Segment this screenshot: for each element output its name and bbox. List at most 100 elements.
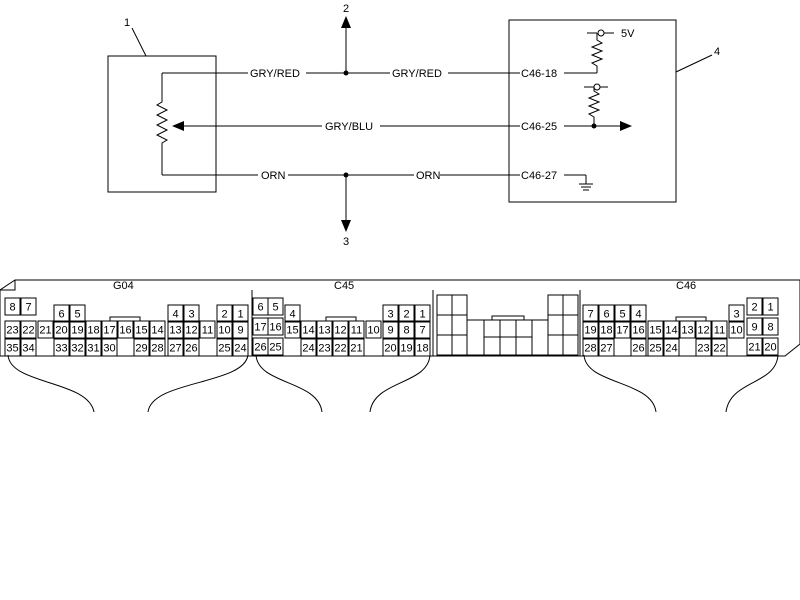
pin-cavity — [614, 304, 631, 323]
pin-number: 15 — [649, 325, 661, 337]
pin-number: 13 — [318, 325, 330, 337]
center-blank-connector — [436, 294, 579, 356]
pin-cavity — [85, 338, 102, 357]
pin-cavity — [183, 320, 200, 339]
latch-tab — [325, 316, 357, 322]
pin-number: 1 — [237, 309, 243, 321]
pin-number: 30 — [103, 343, 115, 355]
pin-cavity — [598, 320, 615, 339]
pin-number: 26 — [254, 342, 266, 354]
arrow-up-icon — [341, 16, 351, 28]
pin-number: 4 — [172, 309, 178, 321]
wire-label-gry-red-left: GRY/RED — [250, 68, 300, 80]
pin-number: 5 — [74, 309, 80, 321]
pin-cavity — [746, 337, 763, 356]
callout-branch-top: 2 — [343, 3, 349, 15]
pin-number: 32 — [71, 343, 83, 355]
pin-cavity — [284, 304, 301, 323]
pin-number: 8 — [9, 302, 15, 314]
pin-cavity — [4, 338, 21, 357]
pin-cavity — [85, 320, 102, 339]
pin-number: 21 — [748, 342, 760, 354]
pin-cavity — [414, 338, 431, 357]
pin-cavity — [167, 320, 184, 339]
pin-cavity — [414, 320, 431, 339]
pin-cavity — [711, 320, 728, 339]
pin-cavity — [4, 320, 21, 339]
pin-number: 33 — [55, 343, 67, 355]
pin-number: 13 — [169, 325, 181, 337]
pin-cavity — [762, 297, 779, 316]
pin-cavity — [746, 317, 763, 336]
pin-number: 16 — [632, 325, 644, 337]
pin-number: 11 — [351, 325, 362, 337]
pin-number: 25 — [218, 343, 230, 355]
pin-number: 31 — [87, 343, 99, 355]
pin-number: 18 — [600, 325, 612, 337]
pin-number: 20 — [764, 342, 776, 354]
callout-leader-module — [675, 54, 713, 73]
pin-cavity — [398, 338, 415, 357]
pin-cavity — [762, 317, 779, 336]
pin-cavity — [101, 338, 118, 357]
pin-cavity — [20, 297, 37, 316]
pin-number: 16 — [269, 322, 281, 334]
pin-number: 2 — [751, 302, 757, 314]
pin-number: 18 — [87, 325, 99, 337]
harness-curves — [7, 354, 779, 413]
pin-number: 5 — [272, 302, 278, 314]
pin-cavity — [582, 304, 599, 323]
pin-cavity — [149, 338, 166, 357]
pin-number: 14 — [665, 325, 677, 337]
ref-voltage-label: 5V — [621, 28, 635, 40]
pin-number: 19 — [400, 343, 412, 355]
pin-number: 12 — [334, 325, 346, 337]
pin-number: 22 — [334, 343, 346, 355]
pin-cavity — [20, 320, 37, 339]
pin-number: 10 — [730, 325, 742, 337]
pin-cavity — [232, 304, 249, 323]
pin-cavity — [762, 337, 779, 356]
pin-cavity — [332, 338, 349, 357]
pin-number: 26 — [185, 343, 197, 355]
pin-cavity — [300, 320, 317, 339]
pin-cavity — [663, 320, 680, 339]
arrow-down-icon — [341, 220, 351, 232]
pin-number: 12 — [697, 325, 709, 337]
pin-number: 21 — [39, 325, 51, 337]
pin-cavity — [382, 338, 399, 357]
pin-number: 8 — [767, 322, 773, 334]
pin-cavity — [598, 338, 615, 357]
pin-cavity — [382, 320, 399, 339]
pin-number: 11 — [714, 325, 725, 337]
pin-cavity — [267, 317, 284, 336]
pin-cavity — [414, 304, 431, 323]
pin-number: 4 — [289, 309, 295, 321]
pin-number: 20 — [384, 343, 396, 355]
pin-cavity — [630, 304, 647, 323]
pin-number: 2 — [221, 309, 227, 321]
pin-cavity — [348, 338, 365, 357]
pin-cavity — [183, 338, 200, 357]
connector-label-c46: C46 — [676, 280, 696, 292]
pin-number: 11 — [202, 325, 213, 337]
pin-label-c46-18: C46-18 — [521, 68, 557, 80]
pin-number: 5 — [619, 309, 625, 321]
pin-cavity — [630, 320, 647, 339]
pin-number: 4 — [635, 309, 641, 321]
wire-label-gry-red-right: GRY/RED — [392, 68, 442, 80]
pin-number: 6 — [58, 309, 64, 321]
pin-label-c46-27: C46-27 — [521, 170, 557, 182]
pin-cavity — [582, 338, 599, 357]
pin-number: 10 — [367, 325, 379, 337]
pin-label-c46-25: C46-25 — [521, 121, 557, 133]
pin-cavity — [69, 320, 86, 339]
wire-label-gry-blu: GRY/BLU — [325, 121, 373, 133]
pin-cavity — [216, 338, 233, 357]
pin-cavity — [284, 320, 301, 339]
pin-number: 3 — [188, 309, 194, 321]
